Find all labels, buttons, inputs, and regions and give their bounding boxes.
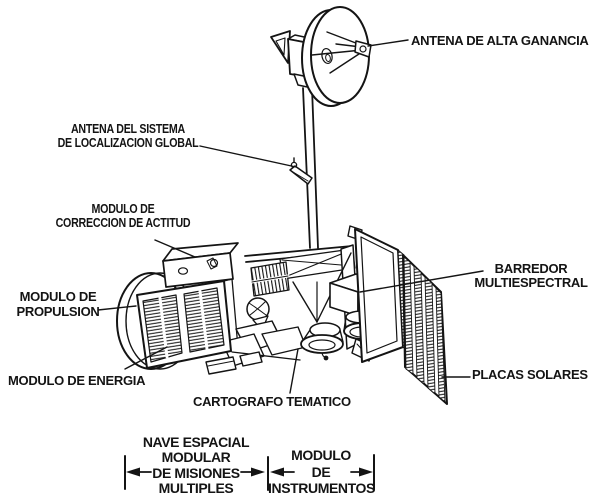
label-scanner-line1: BARREDOR [494,261,568,276]
label-propulsion-module: MODULO DE PROPULSION [8,289,108,319]
attitude-correction-module-box [162,242,239,288]
label-gps-antenna-line1: ANTENA DEL SISTEMA [70,121,186,136]
label-leader-lines [97,39,484,394]
dimension-left-line4: MULTIPLES [158,480,234,496]
dimension-right-line2: DE [311,464,331,480]
label-propulsion-line2: PROPULSION [16,304,100,319]
dimension-left-line1: NAVE ESPACIAL [142,433,250,450]
dimension-left-line2: MODULAR [161,449,231,465]
thematic-mapper-optics [300,322,344,361]
gps-antenna [289,157,313,185]
label-multispectral-scanner: BARREDOR MULTIESPECTRAL [463,262,599,290]
label-thematic-mapper: CARTOGRAFO TEMATICO [193,394,351,409]
label-attitude-line2: CORRECCION DE ACTITUD [55,214,191,230]
label-power-module: MODULO DE ENERGIA [8,373,146,388]
dimension-lines [124,454,375,491]
spacecraft-body-frame [205,244,375,375]
louver-radiator-panels [136,280,232,369]
label-attitude-line1: MODULO DE [91,201,155,216]
label-high-gain-antenna: ANTENA DE ALTA GANANCIA [411,33,589,48]
antenna-mast [302,87,319,249]
label-gps-antenna: ANTENA DEL SISTEMA DE LOCALIZACION GLOBA… [54,122,202,149]
label-attitude-correction-module: MODULO DE CORRECCION DE ACTITUD [49,202,197,229]
label-gps-antenna-line2: DE LOCALIZACION GLOBAL [57,134,199,150]
label-scanner-line2: MULTIESPECTRAL [474,275,588,290]
dimension-right-line3: INSTRUMENTOS [268,479,375,496]
high-gain-antenna-dish [270,6,372,107]
solar-array-panels [347,225,448,405]
label-propulsion-line1: MODULO DE [19,289,97,304]
dimension-right-line1: MODULO [291,447,351,463]
dimension-left-line3: DE MISIONES [152,464,240,481]
label-solar-panels: PLACAS SOLARES [472,367,588,382]
